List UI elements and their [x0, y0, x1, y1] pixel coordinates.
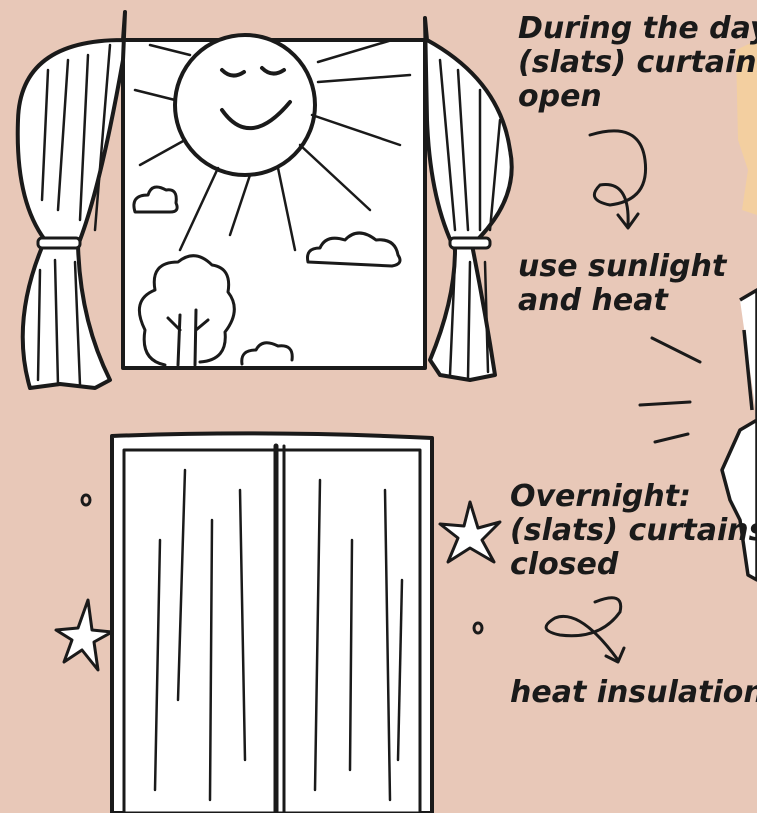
arrow-day [590, 131, 646, 225]
arrow-night [546, 598, 621, 660]
open-window [18, 12, 512, 388]
night-note: Overnight: (slats) curtains closed [510, 480, 757, 582]
day-effect-note: use sunlight and heat [518, 250, 726, 318]
star-right [440, 502, 500, 562]
night-effect-note: heat insulation [510, 676, 757, 710]
dot-1 [82, 495, 90, 505]
star-left [56, 600, 112, 670]
sun [175, 35, 315, 175]
dot-2 [474, 623, 482, 633]
day-note: During the day: (slats) curtains open [518, 12, 757, 114]
closed-window [112, 433, 432, 813]
